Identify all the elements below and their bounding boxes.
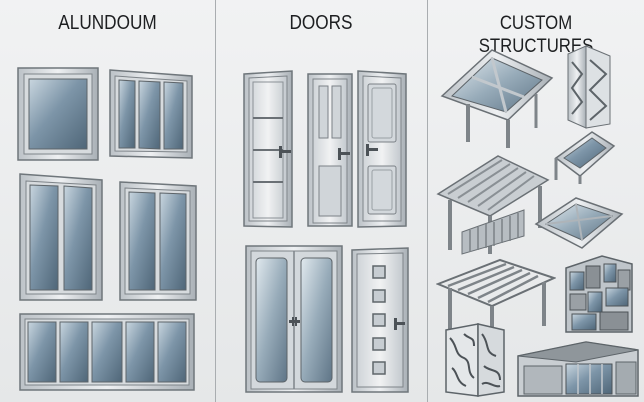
door-handle-icon — [366, 144, 378, 156]
decorative-panel-icon — [445, 323, 505, 397]
section-divider — [215, 0, 216, 402]
section-title: ALUNDOUM — [58, 12, 157, 34]
door-icon — [243, 70, 293, 228]
door-handle-icon — [289, 317, 300, 326]
door-icon — [351, 247, 409, 393]
door-handle-icon — [394, 318, 405, 330]
section-title: CUSTOM STRUCTURES — [478, 12, 594, 57]
window-icon — [19, 313, 195, 391]
building-icon — [565, 255, 633, 333]
building-icon — [517, 341, 639, 397]
door-icon — [357, 70, 407, 228]
section-doors: DOORS — [216, 0, 426, 402]
section-alundoum: ALUNDOUM — [0, 0, 215, 402]
door-handle-icon — [338, 148, 350, 160]
section-title: DOORS — [289, 12, 353, 34]
door-icon — [307, 73, 353, 227]
canopy-icon — [440, 49, 554, 148]
pergola-icon — [436, 155, 550, 255]
decorative-panel-icon — [567, 45, 611, 129]
section-custom-structures: CUSTOM STRUCTURES — [428, 0, 644, 402]
canopy-icon — [534, 197, 624, 249]
section-divider — [427, 0, 428, 402]
canopy-icon — [554, 131, 616, 184]
window-icon — [109, 69, 193, 159]
door-handle-icon — [279, 146, 291, 158]
window-icon — [119, 181, 197, 301]
window-icon — [17, 67, 99, 161]
window-icon — [19, 173, 103, 301]
door-icon — [245, 245, 343, 393]
